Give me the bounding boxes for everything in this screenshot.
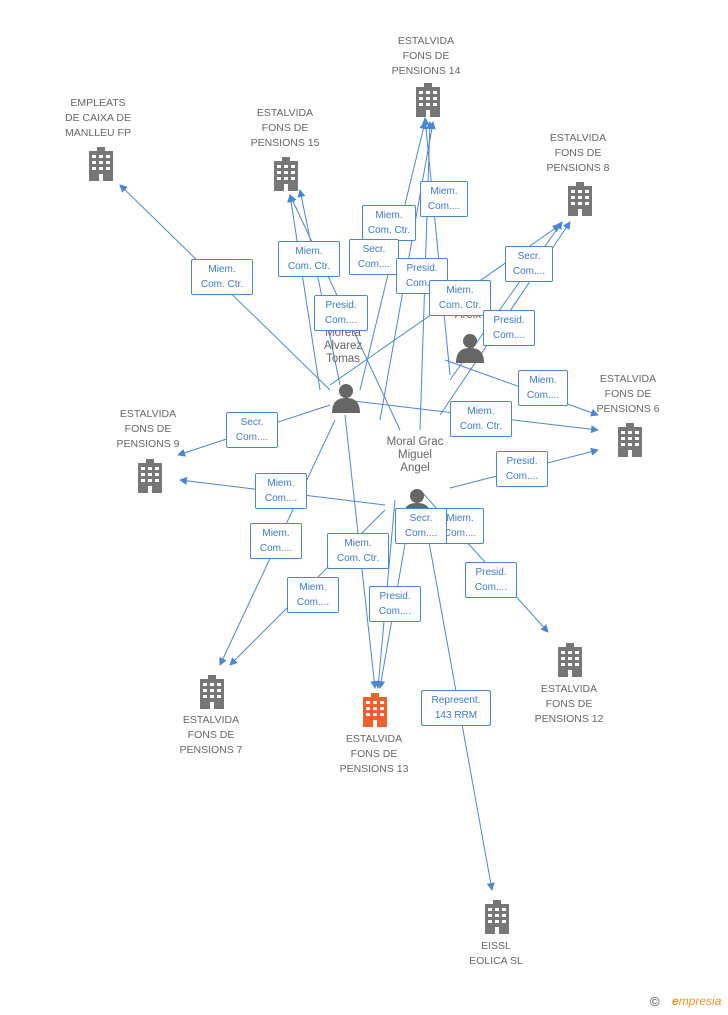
relation-label[interactable]: Miem. Com.... bbox=[287, 577, 339, 613]
copyright-symbol: © bbox=[650, 994, 660, 1009]
building-icon[interactable] bbox=[416, 83, 440, 117]
relation-label[interactable]: Represent. 143 RRM bbox=[421, 690, 491, 726]
edge-line bbox=[287, 194, 321, 391]
relation-label[interactable]: Miem. Com. Ctr. bbox=[450, 401, 512, 437]
building-icon[interactable] bbox=[485, 900, 509, 934]
person-label[interactable]: Moreta Alvarez Tomas bbox=[323, 327, 363, 365]
company-label[interactable]: EMPLEATS DE CAIXA DE MANLLEU FP bbox=[65, 97, 131, 139]
relation-label[interactable]: Miem. Com.... bbox=[518, 370, 568, 406]
person-label[interactable]: Moral Grac Miguel Angel bbox=[386, 436, 444, 474]
company-label[interactable]: ESTALVIDA FONS DE PENSIONS 8 bbox=[546, 132, 610, 174]
relation-label[interactable]: Presid. Com.... bbox=[314, 295, 368, 331]
relation-label[interactable]: Presid. Com.... bbox=[483, 310, 535, 346]
relation-label[interactable]: Miem. Com. Ctr. bbox=[327, 533, 389, 569]
building-icon[interactable] bbox=[363, 693, 387, 727]
relation-label[interactable]: Miem. Com. Ctr. bbox=[278, 241, 340, 277]
relation-label[interactable]: Secr. Com.... bbox=[505, 246, 553, 282]
building-icon[interactable] bbox=[618, 423, 642, 457]
building-icon[interactable] bbox=[138, 459, 162, 493]
relation-label[interactable]: Secr. Com.... bbox=[349, 239, 399, 275]
company-label[interactable]: EISSL EOLICA SL bbox=[469, 940, 523, 967]
relation-label[interactable]: Miem. Com.... bbox=[250, 523, 302, 559]
relation-label[interactable]: Presid. Com.... bbox=[369, 586, 421, 622]
relation-label[interactable]: Miem. Com. Ctr. bbox=[362, 205, 416, 241]
company-label[interactable]: ESTALVIDA FONS DE PENSIONS 6 bbox=[596, 373, 660, 415]
company-label[interactable]: ESTALVIDA FONS DE PENSIONS 13 bbox=[339, 733, 409, 775]
relation-label[interactable]: Miem. Com. Ctr. bbox=[429, 280, 491, 316]
relation-label[interactable]: Presid. Com.... bbox=[465, 562, 517, 598]
relation-label[interactable]: Miem. Com. Ctr. bbox=[191, 259, 253, 295]
building-icon[interactable] bbox=[558, 643, 582, 677]
person-icon[interactable] bbox=[332, 384, 360, 413]
company-label[interactable]: ESTALVIDA FONS DE PENSIONS 14 bbox=[391, 35, 461, 77]
company-label[interactable]: ESTALVIDA FONS DE PENSIONS 7 bbox=[179, 714, 243, 756]
building-icon[interactable] bbox=[274, 157, 298, 191]
company-label[interactable]: ESTALVIDA FONS DE PENSIONS 12 bbox=[534, 683, 604, 725]
building-icon[interactable] bbox=[89, 147, 113, 181]
relation-label[interactable]: Secr. Com.... bbox=[395, 508, 447, 544]
relation-label[interactable]: Secr. Com.... bbox=[226, 412, 278, 448]
relation-label[interactable]: Miem. Com.... bbox=[255, 473, 307, 509]
edge-line bbox=[297, 189, 341, 386]
brand-logo[interactable]: empresia bbox=[672, 994, 722, 1008]
company-label[interactable]: ESTALVIDA FONS DE PENSIONS 15 bbox=[250, 107, 320, 149]
building-icon[interactable] bbox=[200, 675, 224, 709]
relation-label[interactable]: Presid. Com.... bbox=[496, 451, 548, 487]
building-icon[interactable] bbox=[568, 182, 592, 216]
relation-label[interactable]: Miem. Com.... bbox=[420, 181, 468, 217]
company-label[interactable]: ESTALVIDA FONS DE PENSIONS 9 bbox=[116, 408, 180, 450]
